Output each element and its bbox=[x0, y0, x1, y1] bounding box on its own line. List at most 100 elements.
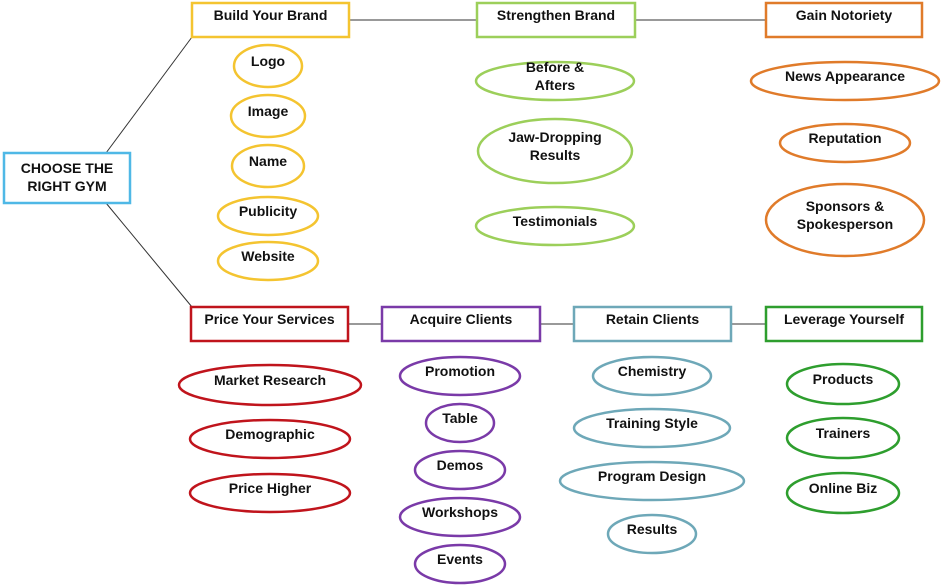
item-label-strengthen-line: Testimonials bbox=[513, 213, 598, 229]
header-label-strengthen: Strengthen Brand bbox=[497, 7, 615, 23]
item-label-retain-line: Chemistry bbox=[618, 363, 687, 379]
header-box-acquire bbox=[380, 305, 542, 343]
item-label-acquire: Demos bbox=[437, 457, 484, 473]
item-ellipse-build bbox=[229, 93, 307, 139]
item-label-notoriety: Reputation bbox=[808, 130, 881, 146]
item-ellipse-strengthen bbox=[474, 60, 636, 102]
item-label-strengthen-line: Afters bbox=[535, 77, 576, 93]
header-label-notoriety-line: Gain Notoriety bbox=[796, 7, 893, 23]
item-label-build: Image bbox=[248, 103, 289, 119]
item-label-price-line: Market Research bbox=[214, 372, 326, 388]
root-node-box bbox=[2, 151, 132, 205]
item-ellipse-leverage bbox=[785, 416, 901, 460]
item-ellipse-acquire bbox=[413, 543, 507, 585]
item-ellipse-notoriety bbox=[778, 122, 912, 164]
header-label-retain-line: Retain Clients bbox=[606, 311, 700, 327]
item-label-retain-line: Program Design bbox=[598, 468, 706, 484]
header-box-build bbox=[190, 1, 351, 39]
item-label-retain: Chemistry bbox=[618, 363, 687, 379]
item-label-build-line: Publicity bbox=[239, 203, 298, 219]
header-label-acquire-line: Acquire Clients bbox=[410, 311, 513, 327]
header-label-price-line: Price Your Services bbox=[204, 311, 334, 327]
header-box-price bbox=[189, 305, 350, 343]
item-label-strengthen-line: Jaw-Dropping bbox=[508, 129, 601, 145]
header-label-strengthen-line: Strengthen Brand bbox=[497, 7, 615, 23]
item-ellipse-retain bbox=[591, 355, 713, 397]
item-label-acquire: Promotion bbox=[425, 363, 495, 379]
item-label-strengthen-line: Results bbox=[530, 147, 581, 163]
item-label-price: Price Higher bbox=[229, 480, 312, 496]
root-node-label-line: RIGHT GYM bbox=[27, 178, 106, 194]
item-label-leverage: Online Biz bbox=[809, 480, 877, 496]
item-ellipse-retain bbox=[606, 513, 698, 555]
item-label-acquire-line: Events bbox=[437, 551, 483, 567]
root-node-label-line: CHOOSE THE bbox=[21, 160, 114, 176]
item-label-leverage-line: Products bbox=[813, 371, 874, 387]
item-label-retain: Training Style bbox=[606, 415, 698, 431]
item-label-retain: Program Design bbox=[598, 468, 706, 484]
item-label-acquire-line: Promotion bbox=[425, 363, 495, 379]
item-ellipse-build bbox=[230, 143, 306, 189]
item-ellipse-strengthen bbox=[474, 205, 636, 247]
item-label-acquire-line: Workshops bbox=[422, 504, 498, 520]
item-ellipse-notoriety bbox=[749, 60, 941, 102]
header-label-leverage-line: Leverage Yourself bbox=[784, 311, 904, 327]
header-box-strengthen bbox=[475, 1, 637, 39]
item-ellipse-leverage bbox=[785, 362, 901, 406]
item-label-notoriety: Sponsors & Spokesperson bbox=[797, 198, 893, 232]
header-label-leverage: Leverage Yourself bbox=[784, 311, 904, 327]
item-ellipse-notoriety bbox=[764, 182, 926, 258]
header-label-price: Price Your Services bbox=[204, 311, 334, 327]
item-ellipse-acquire bbox=[398, 496, 522, 538]
item-label-leverage: Trainers bbox=[816, 425, 871, 441]
item-ellipse-build bbox=[232, 43, 304, 89]
item-ellipse-retain bbox=[572, 407, 732, 449]
item-label-build-line: Image bbox=[248, 103, 289, 119]
item-label-acquire: Workshops bbox=[422, 504, 498, 520]
item-label-notoriety-line: Spokesperson bbox=[797, 216, 893, 232]
header-label-build-line: Build Your Brand bbox=[214, 7, 328, 23]
item-label-price-line: Price Higher bbox=[229, 480, 312, 496]
item-label-retain-line: Training Style bbox=[606, 415, 698, 431]
item-label-acquire-line: Demos bbox=[437, 457, 484, 473]
item-label-retain-line: Results bbox=[627, 521, 678, 537]
item-label-acquire-line: Table bbox=[442, 410, 478, 426]
root-node-label: CHOOSE THE RIGHT GYM bbox=[21, 160, 114, 194]
item-label-notoriety-line: News Appearance bbox=[785, 68, 905, 84]
item-label-build-line: Website bbox=[241, 248, 295, 264]
item-label-price: Demographic bbox=[225, 426, 315, 442]
item-label-price-line: Demographic bbox=[225, 426, 315, 442]
item-label-build-line: Name bbox=[249, 153, 287, 169]
item-ellipse-acquire bbox=[398, 355, 522, 397]
item-ellipse-acquire bbox=[424, 402, 496, 444]
item-label-strengthen: Before &Afters bbox=[526, 59, 584, 93]
item-label-leverage-line: Trainers bbox=[816, 425, 871, 441]
header-label-acquire: Acquire Clients bbox=[410, 311, 513, 327]
item-label-build: Logo bbox=[251, 53, 285, 69]
item-ellipse-build bbox=[216, 240, 320, 282]
item-label-acquire: Events bbox=[437, 551, 483, 567]
item-label-notoriety-line: Sponsors & bbox=[806, 198, 885, 214]
item-label-notoriety: News Appearance bbox=[785, 68, 905, 84]
item-ellipse-retain bbox=[558, 460, 746, 502]
item-label-leverage-line: Online Biz bbox=[809, 480, 877, 496]
header-box-leverage bbox=[764, 305, 924, 343]
item-ellipse-strengthen bbox=[476, 117, 634, 185]
item-label-build: Publicity bbox=[239, 203, 298, 219]
item-ellipse-leverage bbox=[785, 471, 901, 515]
header-label-notoriety: Gain Notoriety bbox=[796, 7, 893, 23]
item-ellipse-acquire bbox=[413, 449, 507, 491]
item-label-leverage: Products bbox=[813, 371, 874, 387]
item-ellipse-build bbox=[216, 195, 320, 237]
header-box-retain bbox=[572, 305, 733, 343]
item-label-price: Market Research bbox=[214, 372, 326, 388]
connector-root-price bbox=[105, 202, 193, 308]
item-ellipse-price bbox=[188, 472, 352, 514]
item-label-build-line: Logo bbox=[251, 53, 285, 69]
item-ellipse-price bbox=[188, 418, 352, 460]
item-label-strengthen: Testimonials bbox=[513, 213, 598, 229]
connector-root-build bbox=[105, 36, 193, 154]
header-label-build: Build Your Brand bbox=[214, 7, 328, 23]
